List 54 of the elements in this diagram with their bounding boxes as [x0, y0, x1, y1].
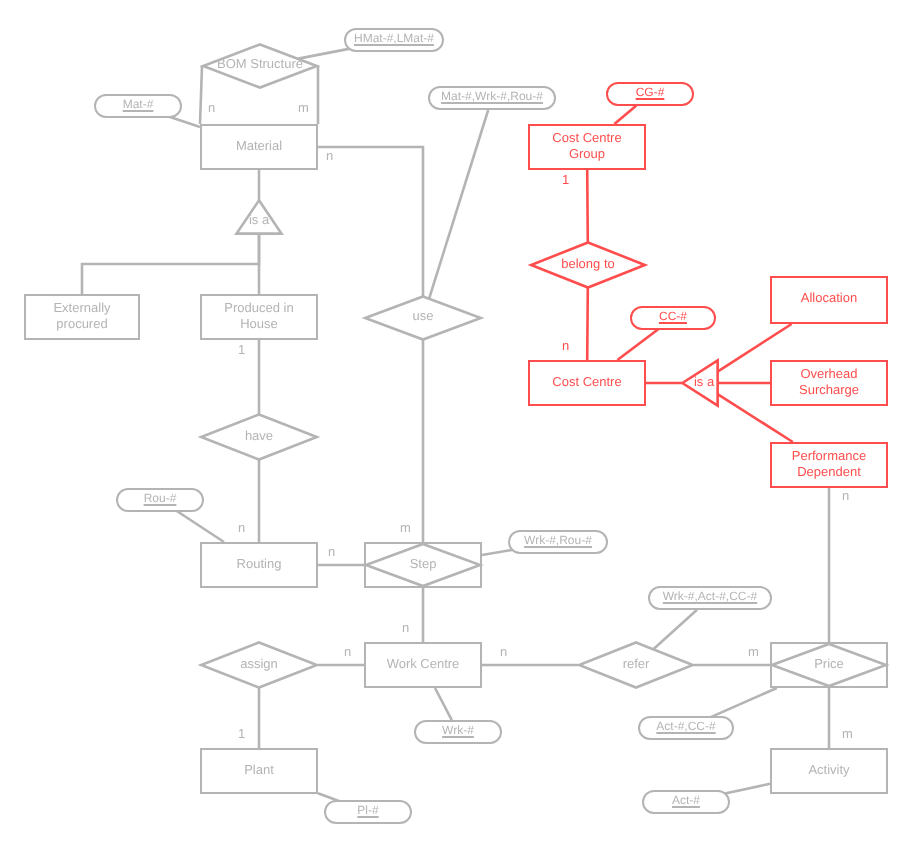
connector-line [646, 381, 682, 385]
associative-entity-box [770, 642, 888, 688]
connector-line [694, 663, 770, 667]
connector-line [717, 322, 793, 373]
connector-line [709, 686, 778, 719]
connector-line [198, 65, 204, 125]
entity-box [770, 360, 888, 406]
connector-line [257, 234, 261, 294]
connector-line [720, 782, 771, 796]
relationship-diamond [202, 44, 318, 88]
entity-box [200, 124, 318, 170]
connector-line [585, 288, 590, 360]
connector-line [318, 145, 425, 296]
connector-line [318, 563, 364, 567]
connector-line [318, 663, 364, 667]
entity-box [24, 294, 140, 340]
relationship-diamond [364, 296, 482, 340]
connector-line [421, 340, 425, 542]
connector-line [257, 170, 261, 200]
isa-triangle [236, 200, 282, 234]
entity-box [528, 124, 646, 170]
connector-line [585, 170, 590, 242]
connector-line [827, 688, 831, 748]
entity-box [770, 276, 888, 324]
entity-box [200, 748, 318, 794]
entity-box [200, 542, 318, 588]
isa-triangle [682, 360, 718, 406]
connector-line [718, 381, 770, 385]
relationship-diamond [530, 242, 646, 288]
relationship-diamond [578, 642, 694, 688]
connector-line [827, 488, 831, 642]
connector-line [421, 588, 425, 642]
entity-box [770, 442, 888, 488]
connector-line [257, 688, 261, 748]
connector-line [652, 608, 698, 650]
connector-line [257, 460, 261, 542]
connector-line [613, 104, 638, 125]
connector-line [176, 509, 225, 544]
entity-box [528, 360, 646, 406]
connector-line [717, 393, 794, 444]
entity-box [364, 642, 482, 688]
connector-line [482, 663, 578, 667]
relationship-diamond [200, 414, 318, 460]
connector-line [317, 792, 343, 804]
connector-line [257, 340, 261, 414]
connector-line [165, 114, 201, 129]
entity-box [200, 294, 318, 340]
connector-line [616, 328, 659, 362]
relationship-diamond [200, 642, 318, 688]
entity-box [770, 748, 888, 794]
connector-line [316, 66, 320, 124]
connector-line [427, 109, 490, 299]
connector-line [433, 687, 453, 721]
associative-entity-box [364, 542, 482, 588]
